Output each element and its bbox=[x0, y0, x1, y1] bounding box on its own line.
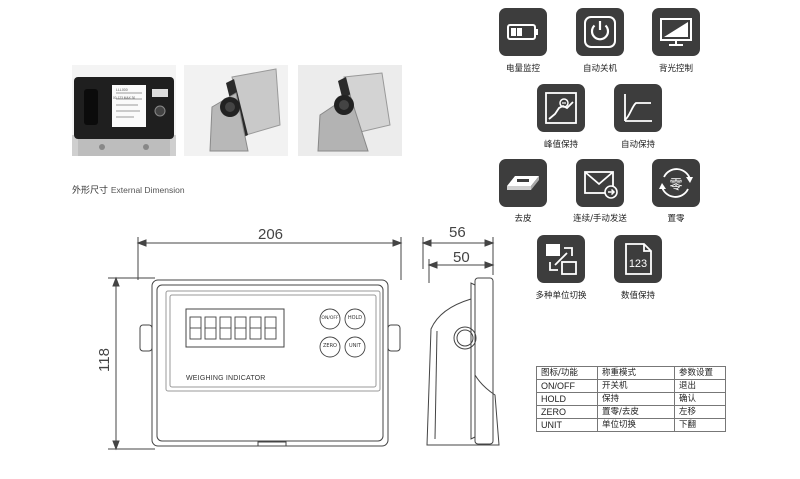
external-dimension-title: 外形尺寸 External Dimension bbox=[72, 185, 185, 196]
scale-icon bbox=[499, 159, 547, 207]
svg-text:零: 零 bbox=[669, 178, 682, 193]
table-header-row: 图标/功能 称重模式 参数设置 bbox=[536, 366, 726, 380]
table-row: UNIT 单位切换 下翻 bbox=[536, 418, 726, 432]
side-view-drawing bbox=[421, 237, 500, 446]
table-cell: 开关机 bbox=[597, 379, 675, 393]
width-dimension: 206 bbox=[258, 226, 284, 243]
table-cell: 置零/去皮 bbox=[597, 405, 675, 419]
table-cell: HOLD bbox=[536, 392, 598, 406]
rear-photo bbox=[72, 65, 176, 156]
front-view-drawing bbox=[108, 237, 403, 451]
battery-label: 电量监控 bbox=[505, 64, 540, 74]
front-panel-label: WEIGHING INDICATOR bbox=[186, 375, 266, 382]
data-hold-label: 数值保持 bbox=[620, 291, 655, 301]
button-zero-label: ZERO bbox=[323, 343, 337, 349]
mail-send-icon bbox=[576, 159, 624, 207]
header-cell: 参数设置 bbox=[674, 366, 726, 380]
side-photo-2 bbox=[298, 65, 402, 156]
header-cell: 图标/功能 bbox=[536, 366, 598, 380]
depth-body-dimension: 50 bbox=[453, 249, 470, 266]
backlight-label: 背光控制 bbox=[658, 64, 693, 74]
svg-text:123: 123 bbox=[629, 258, 647, 270]
power-label: 自动关机 bbox=[582, 64, 617, 74]
table-row: HOLD 保持 确认 bbox=[536, 392, 726, 406]
button-hold-label: HOLD bbox=[347, 315, 363, 321]
peak-label: 峰值保持 bbox=[543, 140, 578, 150]
zero-icon: 零 bbox=[652, 159, 700, 207]
table-cell: UNIT bbox=[536, 418, 598, 432]
table-cell: ZERO bbox=[536, 405, 598, 419]
header-cell: 称重模式 bbox=[597, 366, 675, 380]
photo-sticker-line2: 00-123 MAX 30 bbox=[113, 96, 136, 100]
units-label: 多种单位切换 bbox=[535, 291, 587, 301]
button-onoff-label: ON/OFF bbox=[321, 316, 339, 321]
table-cell: 退出 bbox=[674, 379, 726, 393]
table-cell: 确认 bbox=[674, 392, 726, 406]
table-cell: 单位切换 bbox=[597, 418, 675, 432]
table-row: ON/OFF 开关机 退出 bbox=[536, 379, 726, 393]
side-photo-1 bbox=[184, 65, 288, 156]
height-dimension: 118 bbox=[96, 348, 113, 372]
battery-icon bbox=[499, 8, 547, 56]
send-label: 连续/手动发送 bbox=[573, 214, 627, 224]
tare-label: 去皮 bbox=[514, 214, 532, 224]
button-unit-label: UNIT bbox=[349, 343, 361, 349]
data-hold-icon: 123 bbox=[614, 235, 662, 283]
photo-sticker-line1: LLL000 bbox=[116, 88, 128, 92]
unit-switch-icon bbox=[537, 235, 585, 283]
monitor-icon bbox=[652, 8, 700, 56]
table-cell: 保持 bbox=[597, 392, 675, 406]
table-cell: ON/OFF bbox=[536, 379, 598, 393]
function-table: 图标/功能 称重模式 参数设置 ON/OFF 开关机 退出 HOLD 保持 确认… bbox=[536, 366, 726, 432]
zero-label: 置零 bbox=[667, 214, 685, 224]
peak-chart-icon bbox=[537, 84, 585, 132]
hold-curve-icon bbox=[614, 84, 662, 132]
table-row: ZERO 置零/去皮 左移 bbox=[536, 405, 726, 419]
table-cell: 左移 bbox=[674, 405, 726, 419]
autohold-label: 自动保持 bbox=[620, 140, 655, 150]
table-cell: 下翻 bbox=[674, 418, 726, 432]
power-icon bbox=[576, 8, 624, 56]
depth-total-dimension: 56 bbox=[449, 224, 466, 241]
